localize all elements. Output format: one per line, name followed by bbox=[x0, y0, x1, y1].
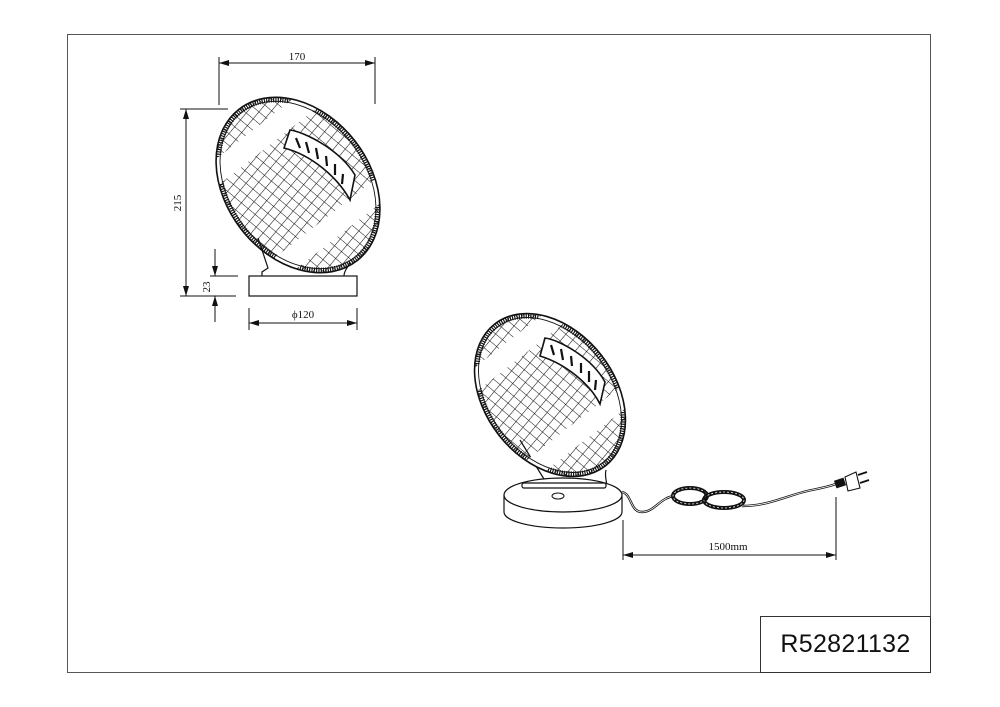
plug-icon bbox=[834, 471, 870, 492]
article-number: R52821132 bbox=[780, 630, 911, 658]
dimension-cable-length: 1500mm bbox=[622, 497, 837, 560]
dimension-height: 215 bbox=[172, 108, 236, 297]
cable-length-value: 1500mm bbox=[708, 541, 748, 553]
cable-coil bbox=[671, 486, 746, 510]
diameter-value: ϕ120 bbox=[292, 309, 315, 321]
power-cable bbox=[621, 482, 837, 514]
drawing-frame bbox=[67, 34, 931, 673]
lace-detail-perspective bbox=[539, 337, 606, 407]
height-value: 215 bbox=[172, 194, 184, 211]
base-height-value: 23 bbox=[201, 281, 213, 293]
lace-detail bbox=[282, 129, 356, 203]
dimension-base-height: 23 bbox=[201, 249, 238, 322]
perspective-view bbox=[443, 284, 657, 529]
width-value: 170 bbox=[289, 51, 306, 63]
front-view bbox=[182, 65, 414, 305]
dimension-diameter: ϕ120 bbox=[248, 308, 358, 330]
dimension-width: 170 bbox=[218, 51, 376, 105]
title-block: R52821132 bbox=[760, 616, 931, 673]
